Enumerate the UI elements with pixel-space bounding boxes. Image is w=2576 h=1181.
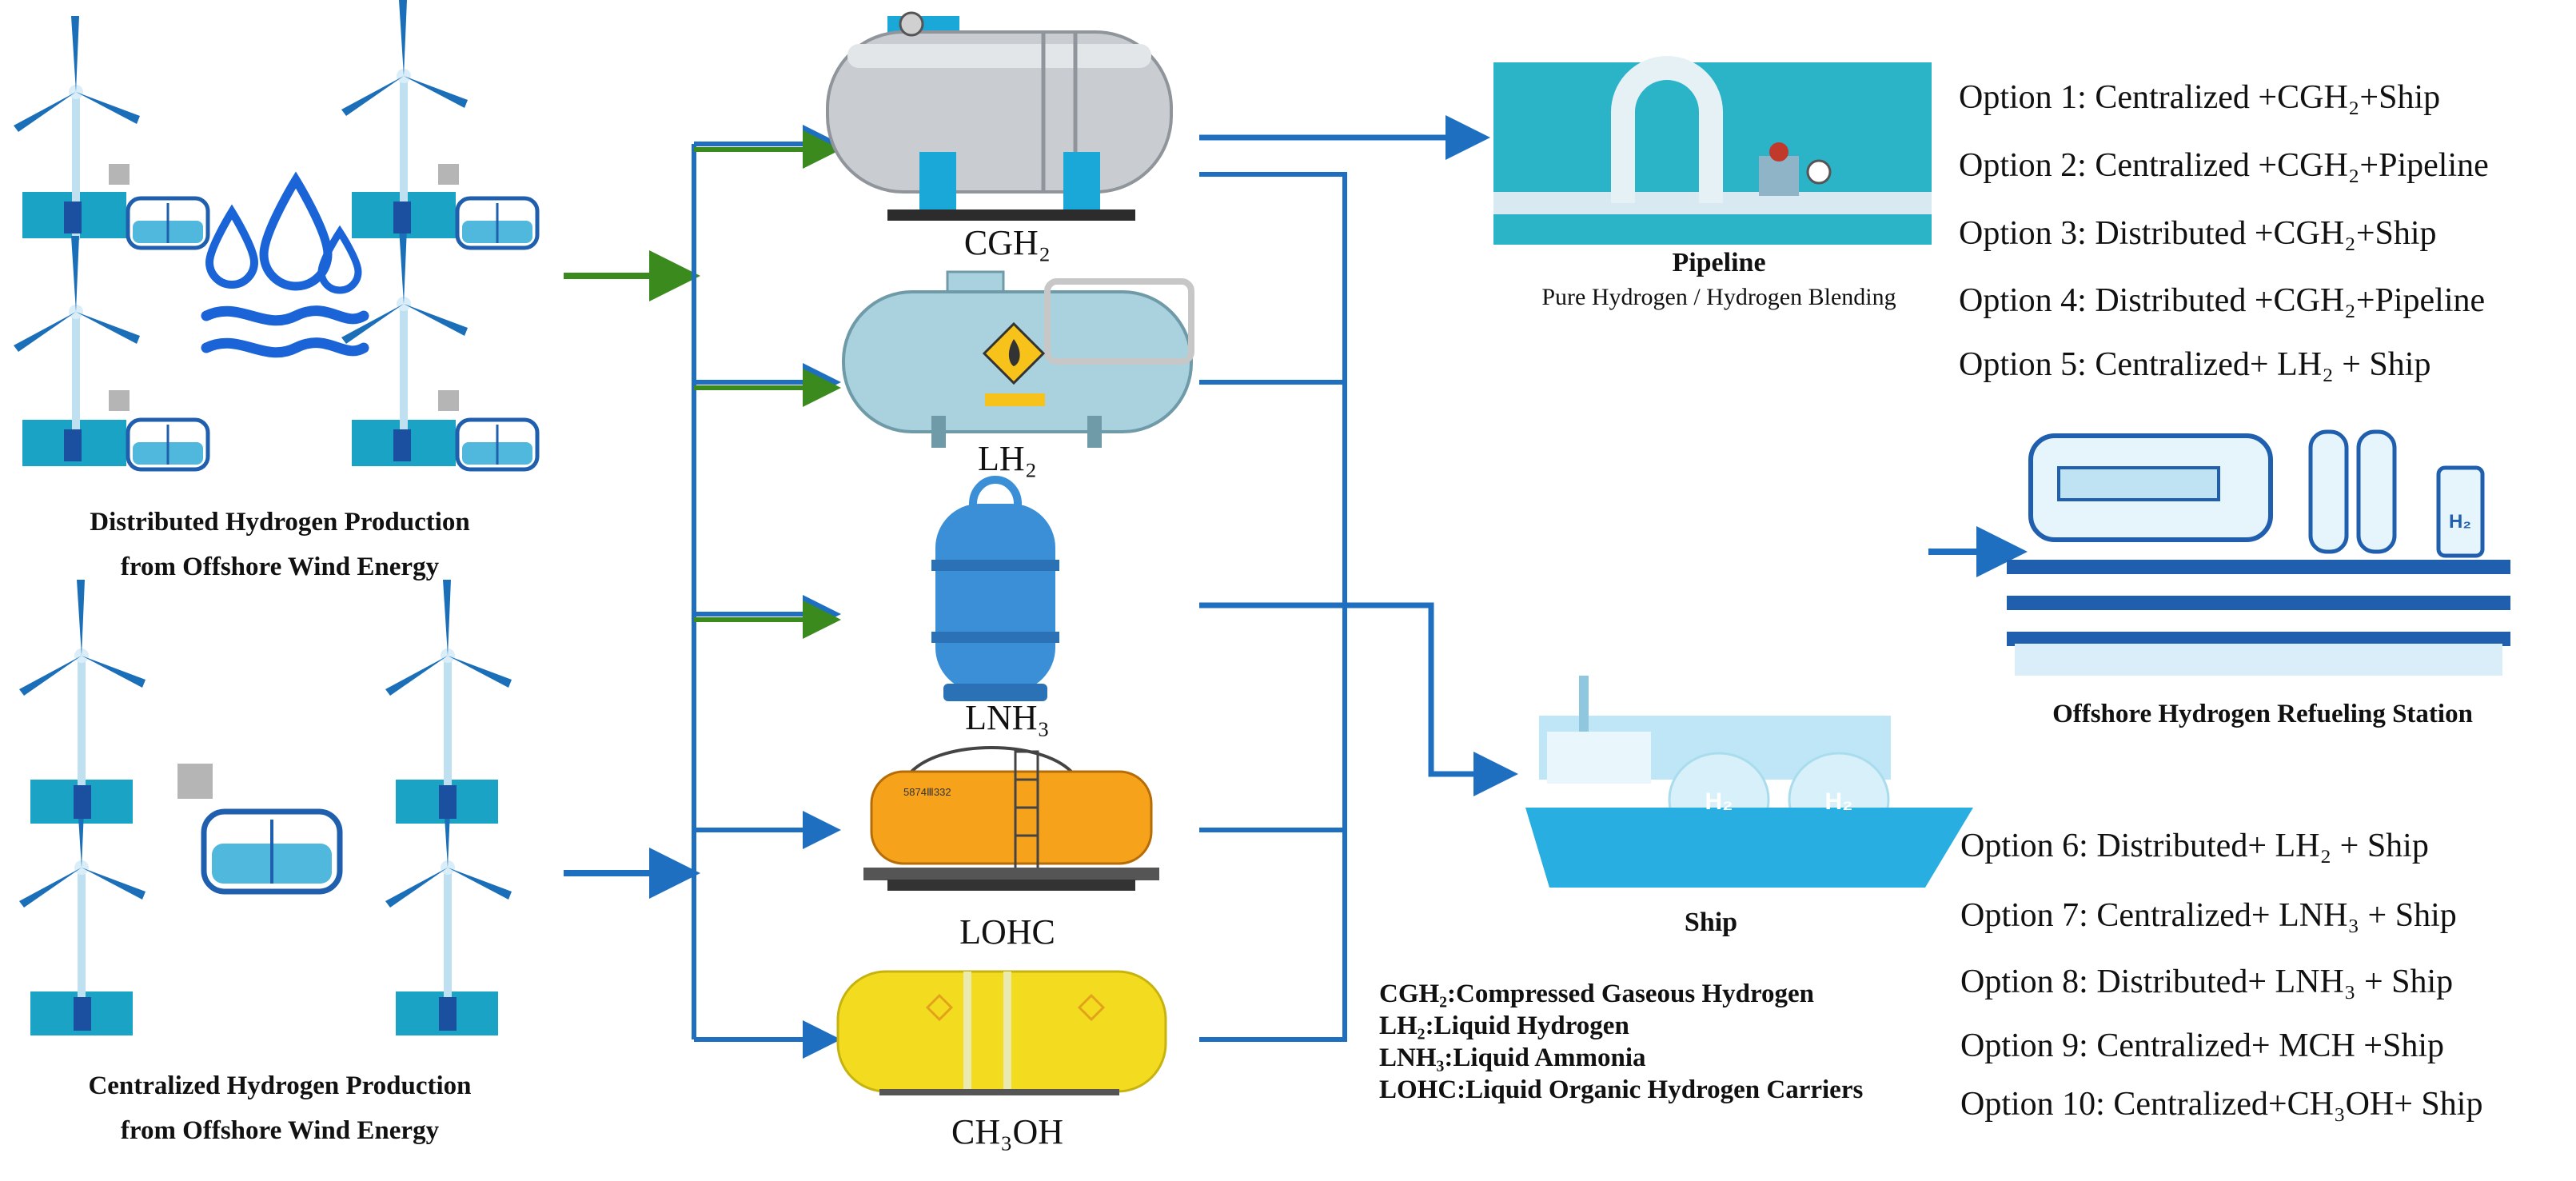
ch3oh-label: CH₃OH bbox=[951, 1112, 1063, 1151]
lohc-label: LOHC bbox=[959, 912, 1055, 952]
option-item: Option 1: Centralized +CGH₂+Ship bbox=[1959, 79, 2441, 116]
lnh3-cylinder-icon bbox=[931, 476, 1059, 701]
water-icon bbox=[201, 171, 369, 358]
lohc-serial-label: 5874Ⅲ332 bbox=[903, 786, 951, 798]
flow-arrows bbox=[564, 115, 2028, 1059]
station-h2-label: H₂ bbox=[2449, 511, 2471, 533]
option-item: Option 7: Centralized+ LNH₃ + Ship bbox=[1960, 897, 2457, 934]
pipeline-title: Pipeline bbox=[1672, 248, 1766, 277]
caption-line: Distributed Hydrogen Production bbox=[90, 508, 470, 537]
ch3oh-tank-icon bbox=[836, 970, 1167, 1095]
option-item: Option 5: Centralized+ LH₂ + Ship bbox=[1959, 346, 2431, 383]
option-item: Option 9: Centralized+ MCH +Ship bbox=[1960, 1027, 2445, 1064]
legend-item: LOHC:Liquid Organic Hydrogen Carriers bbox=[1379, 1075, 1864, 1104]
electrolyzer-icon bbox=[128, 420, 208, 469]
pipeline-subtitle: Pure Hydrogen / Hydrogen Blending bbox=[1541, 284, 1896, 310]
options-top-list: Option 1: Centralized +CGH₂+Ship Option … bbox=[1959, 78, 2489, 409]
option-item: Option 8: Distributed+ LNH₃ + Ship bbox=[1960, 964, 2454, 1000]
caption-line: from Offshore Wind Energy bbox=[120, 553, 440, 581]
legend-item: LH₂:Liquid Hydrogen bbox=[1379, 1011, 1629, 1040]
ship-tank-label: H₂ bbox=[1825, 788, 1853, 815]
caption-line: from Offshore Wind Energy bbox=[120, 1116, 440, 1145]
electrolyzer-icon bbox=[457, 420, 537, 469]
pipeline-icon bbox=[1493, 56, 1932, 245]
option-item: Option 3: Distributed +CGH₂+Ship bbox=[1959, 215, 2437, 252]
caption-line: Centralized Hydrogen Production bbox=[88, 1071, 472, 1100]
centralized-wind-farm bbox=[19, 580, 512, 1035]
central-electrolyzer-icon bbox=[201, 808, 343, 895]
option-item: Option 6: Distributed+ LH₂ + Ship bbox=[1960, 828, 2429, 864]
wind-turbine-icon bbox=[19, 580, 146, 804]
wind-turbine-icon bbox=[341, 228, 468, 452]
lnh3-label: LNH₃ bbox=[965, 698, 1050, 737]
distributed-production-caption: Distributed Hydrogen Production from Off… bbox=[32, 500, 528, 589]
ship-tank-label: H₂ bbox=[1705, 788, 1733, 815]
lohc-tank-icon: 5874Ⅲ332 bbox=[863, 746, 1159, 891]
wind-turbine-icon bbox=[385, 580, 512, 804]
distributed-wind-farm bbox=[14, 0, 537, 469]
option-item: Option 4: Distributed +CGH₂+Pipeline bbox=[1959, 282, 2486, 319]
transformer-icon bbox=[177, 764, 213, 799]
legend-item: CGH₂:Compressed Gaseous Hydrogen bbox=[1379, 980, 1815, 1008]
option-item: Option 10: Centralized+CH₃OH+ Ship bbox=[1960, 1086, 2483, 1123]
electrolyzer-icon bbox=[128, 198, 208, 248]
lh2-tank-icon bbox=[842, 270, 1194, 448]
legend-item: LNH₃:Liquid Ammonia bbox=[1379, 1043, 1646, 1072]
centralized-production-caption: Centralized Hydrogen Production from Off… bbox=[32, 1063, 528, 1153]
lh2-label: LH₂ bbox=[978, 439, 1037, 478]
ship-icon: H₂ H₂ bbox=[1525, 676, 1973, 888]
refueling-station-title: Offshore Hydrogen Refueling Station bbox=[2052, 700, 2473, 728]
wind-turbine-icon bbox=[19, 792, 146, 1015]
abbreviation-legend: CGH₂:Compressed Gaseous Hydrogen LH₂:Liq… bbox=[1379, 980, 1863, 1107]
wind-turbine-icon bbox=[385, 792, 512, 1015]
refueling-station-icon: H₂ bbox=[2007, 429, 2510, 676]
cgh2-label: CGH₂ bbox=[963, 223, 1051, 262]
option-item: Option 2: Centralized +CGH₂+Pipeline bbox=[1959, 147, 2489, 184]
electrolyzer-icon bbox=[457, 198, 537, 248]
carriers-to-ship-arrow bbox=[1199, 602, 1518, 796]
options-bottom-list: Option 6: Distributed+ LH₂ + Ship Option… bbox=[1960, 827, 2482, 1143]
wind-turbine-icon bbox=[341, 0, 468, 224]
cgh2-tank-icon bbox=[826, 11, 1173, 221]
ship-title: Ship bbox=[1684, 908, 1738, 937]
